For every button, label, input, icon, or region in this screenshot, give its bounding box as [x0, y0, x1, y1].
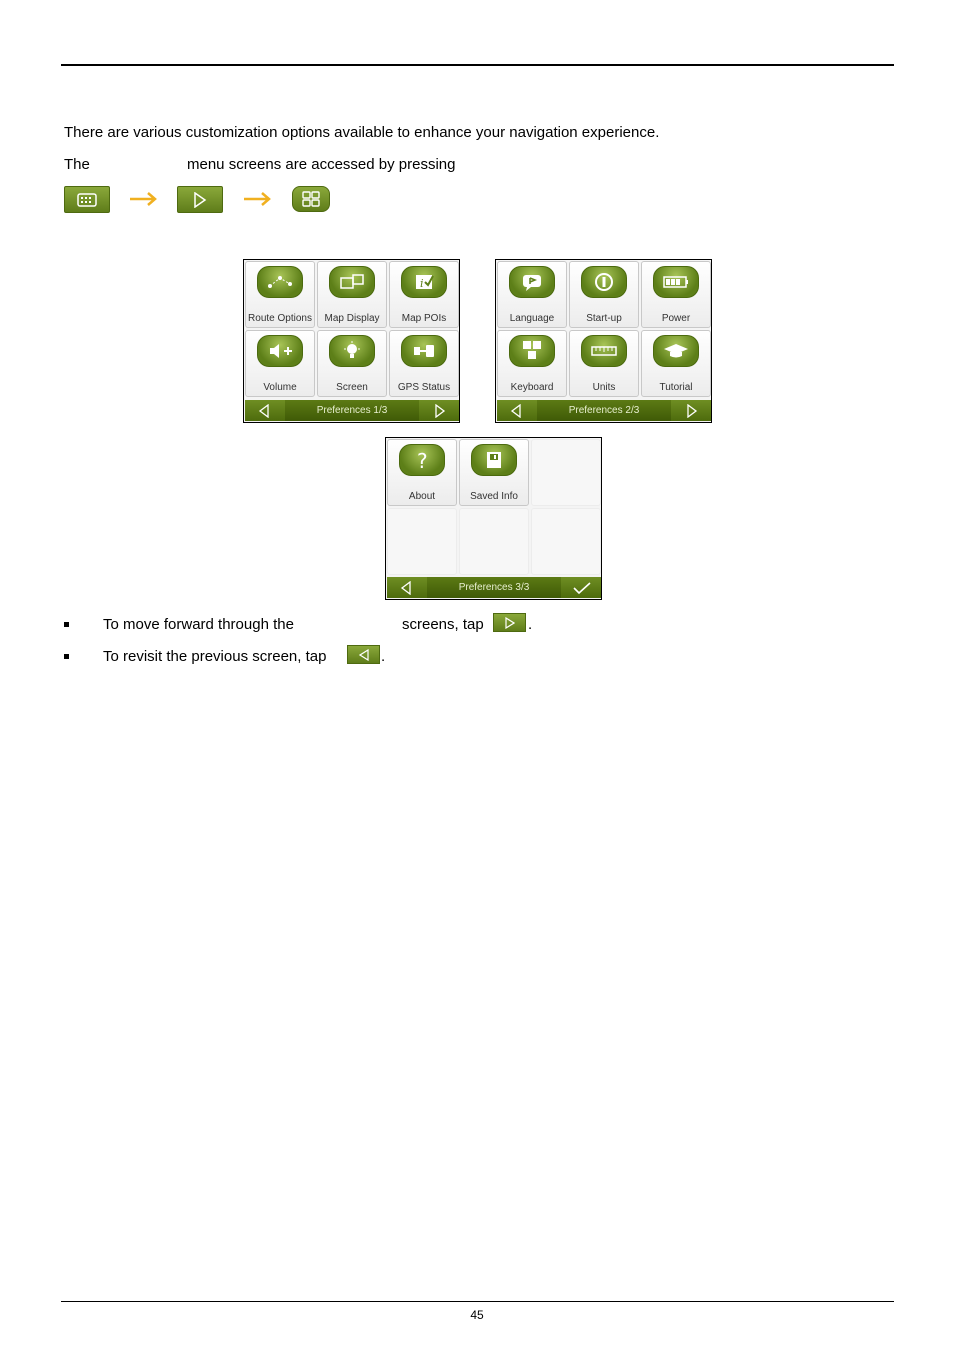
tile-label: Map POIs — [401, 313, 447, 324]
triangle-left-icon — [358, 648, 369, 661]
footer-rule — [61, 1301, 894, 1302]
battery-icon — [663, 276, 688, 288]
keyboard-tile[interactable]: Keyboard — [497, 330, 567, 397]
empty-tile — [531, 439, 601, 506]
tile-label: Language — [509, 313, 555, 324]
back-button[interactable] — [387, 577, 425, 598]
preferences-screen-3: ? About Saved Info Preferences 3/3 — [385, 437, 602, 600]
map-pois-tile[interactable]: i Map POIs — [389, 261, 459, 328]
power-circle-icon — [595, 273, 613, 291]
four-squares-icon — [302, 191, 320, 207]
empty-tile — [531, 508, 601, 575]
map-display-tile[interactable]: Map Display — [317, 261, 387, 328]
checkmark-icon — [573, 581, 591, 594]
done-button[interactable] — [563, 577, 601, 598]
back-button[interactable] — [497, 400, 535, 421]
triangle-right-icon — [687, 403, 698, 418]
keyboard-keys-icon — [523, 341, 541, 359]
tile-label: Screen — [336, 382, 368, 393]
preferences-button[interactable] — [292, 186, 330, 212]
bullet-back-text: To revisit the previous screen, tap — [103, 648, 327, 665]
screen-title: Preferences 1/3 — [285, 400, 419, 421]
about-tile[interactable]: ? About — [387, 439, 457, 506]
keyboard-grid-icon — [77, 192, 97, 207]
page-number: 45 — [470, 1308, 484, 1322]
floppy-disk-icon — [487, 452, 501, 468]
map-pois-icon: i — [416, 275, 434, 290]
tile-label: Units — [592, 382, 616, 393]
route-options-tile[interactable]: Route Options — [245, 261, 315, 328]
triangle-left-icon — [258, 403, 269, 418]
header-rule — [61, 64, 894, 66]
bullet-forward-text-a: To move forward through the — [103, 616, 294, 633]
preferences-screen-1: Route Options Map Display i Map POIs Vol… — [243, 259, 460, 423]
intro-text-1: There are various customization options … — [64, 124, 660, 141]
empty-tile — [459, 508, 529, 575]
back-button[interactable] — [347, 645, 380, 664]
arrow-right-icon — [244, 192, 271, 206]
speech-bubble-icon — [523, 275, 541, 291]
lightbulb-icon — [344, 341, 360, 358]
tile-label: Keyboard — [510, 382, 554, 393]
svg-text:i: i — [420, 277, 424, 290]
question-mark-icon: ? — [417, 449, 428, 471]
next-button[interactable] — [673, 400, 711, 421]
tile-label: Tutorial — [659, 382, 693, 393]
tile-label: Power — [661, 313, 691, 324]
bullet-marker — [64, 622, 69, 627]
tile-label: Route Options — [248, 313, 312, 324]
ruler-icon — [591, 346, 617, 356]
screen-nav-bar: Preferences 1/3 — [245, 400, 459, 421]
bullet-back-end: . — [381, 648, 386, 665]
tutorial-tile[interactable]: Tutorial — [641, 330, 711, 397]
triangle-right-icon — [194, 191, 207, 208]
screen-nav-bar: Preferences 3/3 — [387, 577, 601, 598]
satellite-icon — [414, 345, 434, 357]
bullet-forward-text-b: screens, tap — [402, 616, 484, 633]
next-button[interactable] — [177, 186, 223, 213]
screen-nav-bar: Preferences 2/3 — [497, 400, 711, 421]
tile-label: Map Display — [324, 313, 380, 324]
map-display-icon — [340, 274, 364, 289]
main-menu-button[interactable] — [64, 186, 110, 213]
screen-tile[interactable]: Screen — [317, 330, 387, 397]
triangle-right-icon — [435, 403, 446, 418]
tile-label: Volume — [263, 382, 297, 393]
next-button[interactable] — [421, 400, 459, 421]
triangle-left-icon — [510, 403, 521, 418]
saved-info-tile[interactable]: Saved Info — [459, 439, 529, 506]
units-tile[interactable]: Units — [569, 330, 639, 397]
empty-tile — [387, 508, 457, 575]
preferences-screen-2: Language Start-up Power Keyboard Units T… — [495, 259, 712, 423]
language-tile[interactable]: Language — [497, 261, 567, 328]
tile-label: About — [408, 491, 436, 502]
svg-text:?: ? — [417, 449, 428, 471]
triangle-right-icon — [504, 616, 515, 629]
intro-text-2b: menu screens are accessed by pressing — [187, 156, 456, 173]
next-button[interactable] — [493, 613, 526, 632]
arrow-right-icon — [130, 192, 157, 206]
back-button[interactable] — [245, 400, 283, 421]
gps-status-tile[interactable]: GPS Status — [389, 330, 459, 397]
route-options-icon — [268, 276, 292, 288]
power-tile[interactable]: Power — [641, 261, 711, 328]
tile-label: Start-up — [586, 313, 622, 324]
volume-tile[interactable]: Volume — [245, 330, 315, 397]
start-up-tile[interactable]: Start-up — [569, 261, 639, 328]
graduation-cap-icon — [664, 344, 688, 358]
bullet-marker — [64, 654, 69, 659]
intro-text-2a: The — [64, 156, 90, 173]
tile-label: GPS Status — [397, 382, 451, 393]
bullet-forward-end: . — [528, 616, 533, 633]
screen-title: Preferences 2/3 — [537, 400, 671, 421]
screen-title: Preferences 3/3 — [427, 577, 561, 598]
volume-icon — [270, 344, 292, 358]
triangle-left-icon — [400, 580, 411, 595]
tile-label: Saved Info — [470, 491, 518, 502]
